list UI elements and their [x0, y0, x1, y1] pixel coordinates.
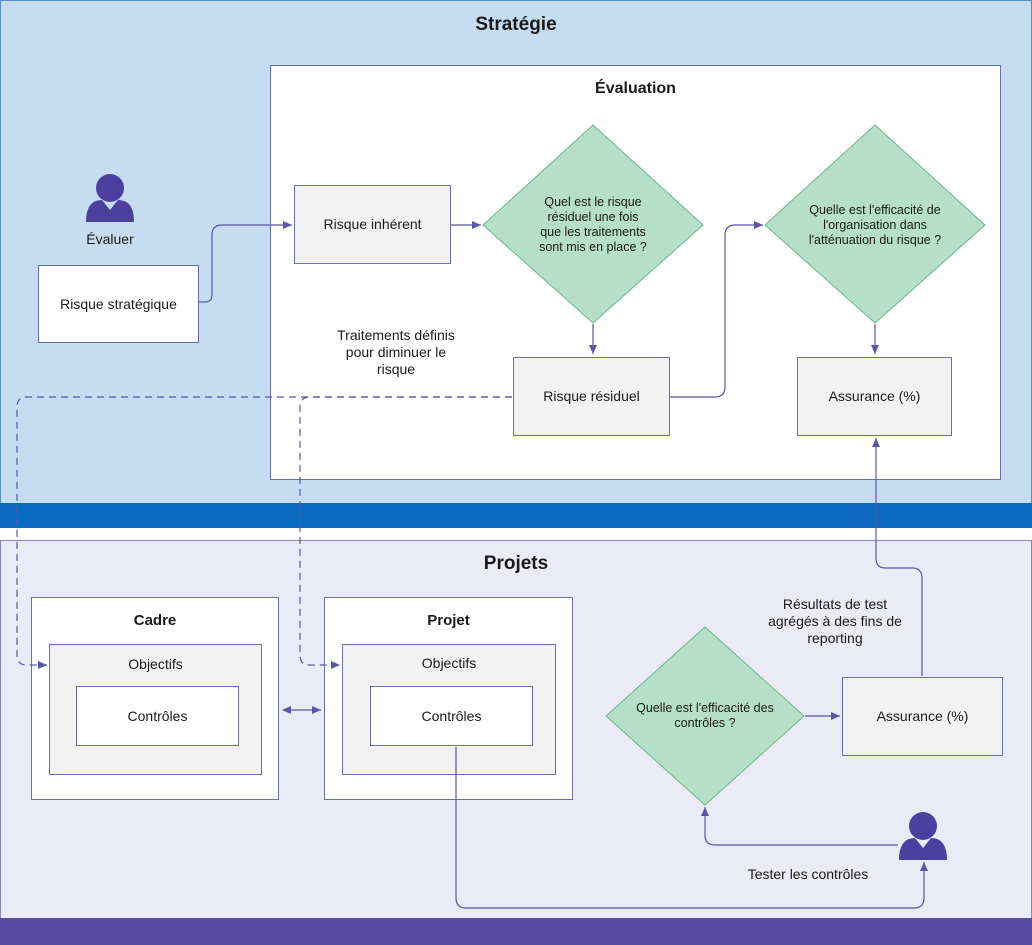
- connector-results-to-assurance: [872, 438, 923, 676]
- results-note: Résultats de test agrégés à des fins de …: [768, 596, 902, 646]
- projects-assurance-box: Assurance (%): [842, 677, 1003, 756]
- decision-residual-diamond: [482, 124, 704, 324]
- residual-risk-label: Risque résiduel: [543, 388, 640, 404]
- evaluate-actor-label: Évaluer: [86, 231, 134, 247]
- dashed-residual-to-project: [299, 396, 512, 669]
- connector-strategic-to-inherent: [199, 221, 292, 303]
- evaluation-title: Évaluation: [595, 80, 676, 97]
- decision-efficiency-text: Quelle est l'efficacité de l'organisatio…: [808, 202, 942, 247]
- decision-controls-diamond: [605, 626, 805, 806]
- tester-actor-label: Tester les contrôles: [747, 866, 869, 882]
- person-icon: [899, 812, 947, 860]
- framework-controls-label: Contrôles: [127, 707, 188, 724]
- dashed-residual-to-framework: [16, 396, 512, 669]
- treatments-note: Traitements définis pour diminuer le ris…: [337, 327, 455, 377]
- strategy-assurance-box: Assurance (%): [797, 357, 952, 436]
- project-objectives-label: Objectifs: [421, 655, 477, 671]
- project-title: Projet: [427, 612, 470, 629]
- person-icon: [86, 174, 134, 222]
- connector-tester-to-decision: [701, 807, 898, 846]
- framework-controls-box: Contrôles: [76, 686, 239, 746]
- framework-title: Cadre: [133, 612, 177, 629]
- decision-controls-text: Quelle est l'efficacité des contrôles ?: [636, 701, 774, 730]
- framework-objectives-label: Objectifs: [128, 656, 183, 672]
- connector-project-controls-to-tester: [455, 747, 928, 909]
- projects-assurance-label: Assurance (%): [876, 708, 969, 724]
- strategy-title: Stratégie: [475, 14, 557, 35]
- projects-title: Projets: [483, 553, 549, 574]
- projects-lane-band: [0, 918, 1032, 945]
- strategy-lane-band: [0, 503, 1032, 528]
- project-controls-box: Contrôles: [370, 686, 533, 746]
- inherent-risk-box: Risque inhérent: [294, 185, 451, 264]
- strategic-risk-label: Risque stratégique: [60, 295, 177, 312]
- connector-residual-to-efficiency: [670, 221, 763, 398]
- strategic-risk-box: Risque stratégique: [38, 265, 199, 343]
- residual-risk-box: Risque résiduel: [513, 357, 670, 436]
- decision-residual-text: Quel est le risque résiduel une fois que…: [539, 195, 647, 254]
- project-controls-label: Contrôles: [421, 707, 482, 724]
- inherent-risk-label: Risque inhérent: [323, 216, 422, 232]
- strategy-assurance-label: Assurance (%): [828, 388, 921, 404]
- decision-efficiency-diamond: [764, 124, 986, 324]
